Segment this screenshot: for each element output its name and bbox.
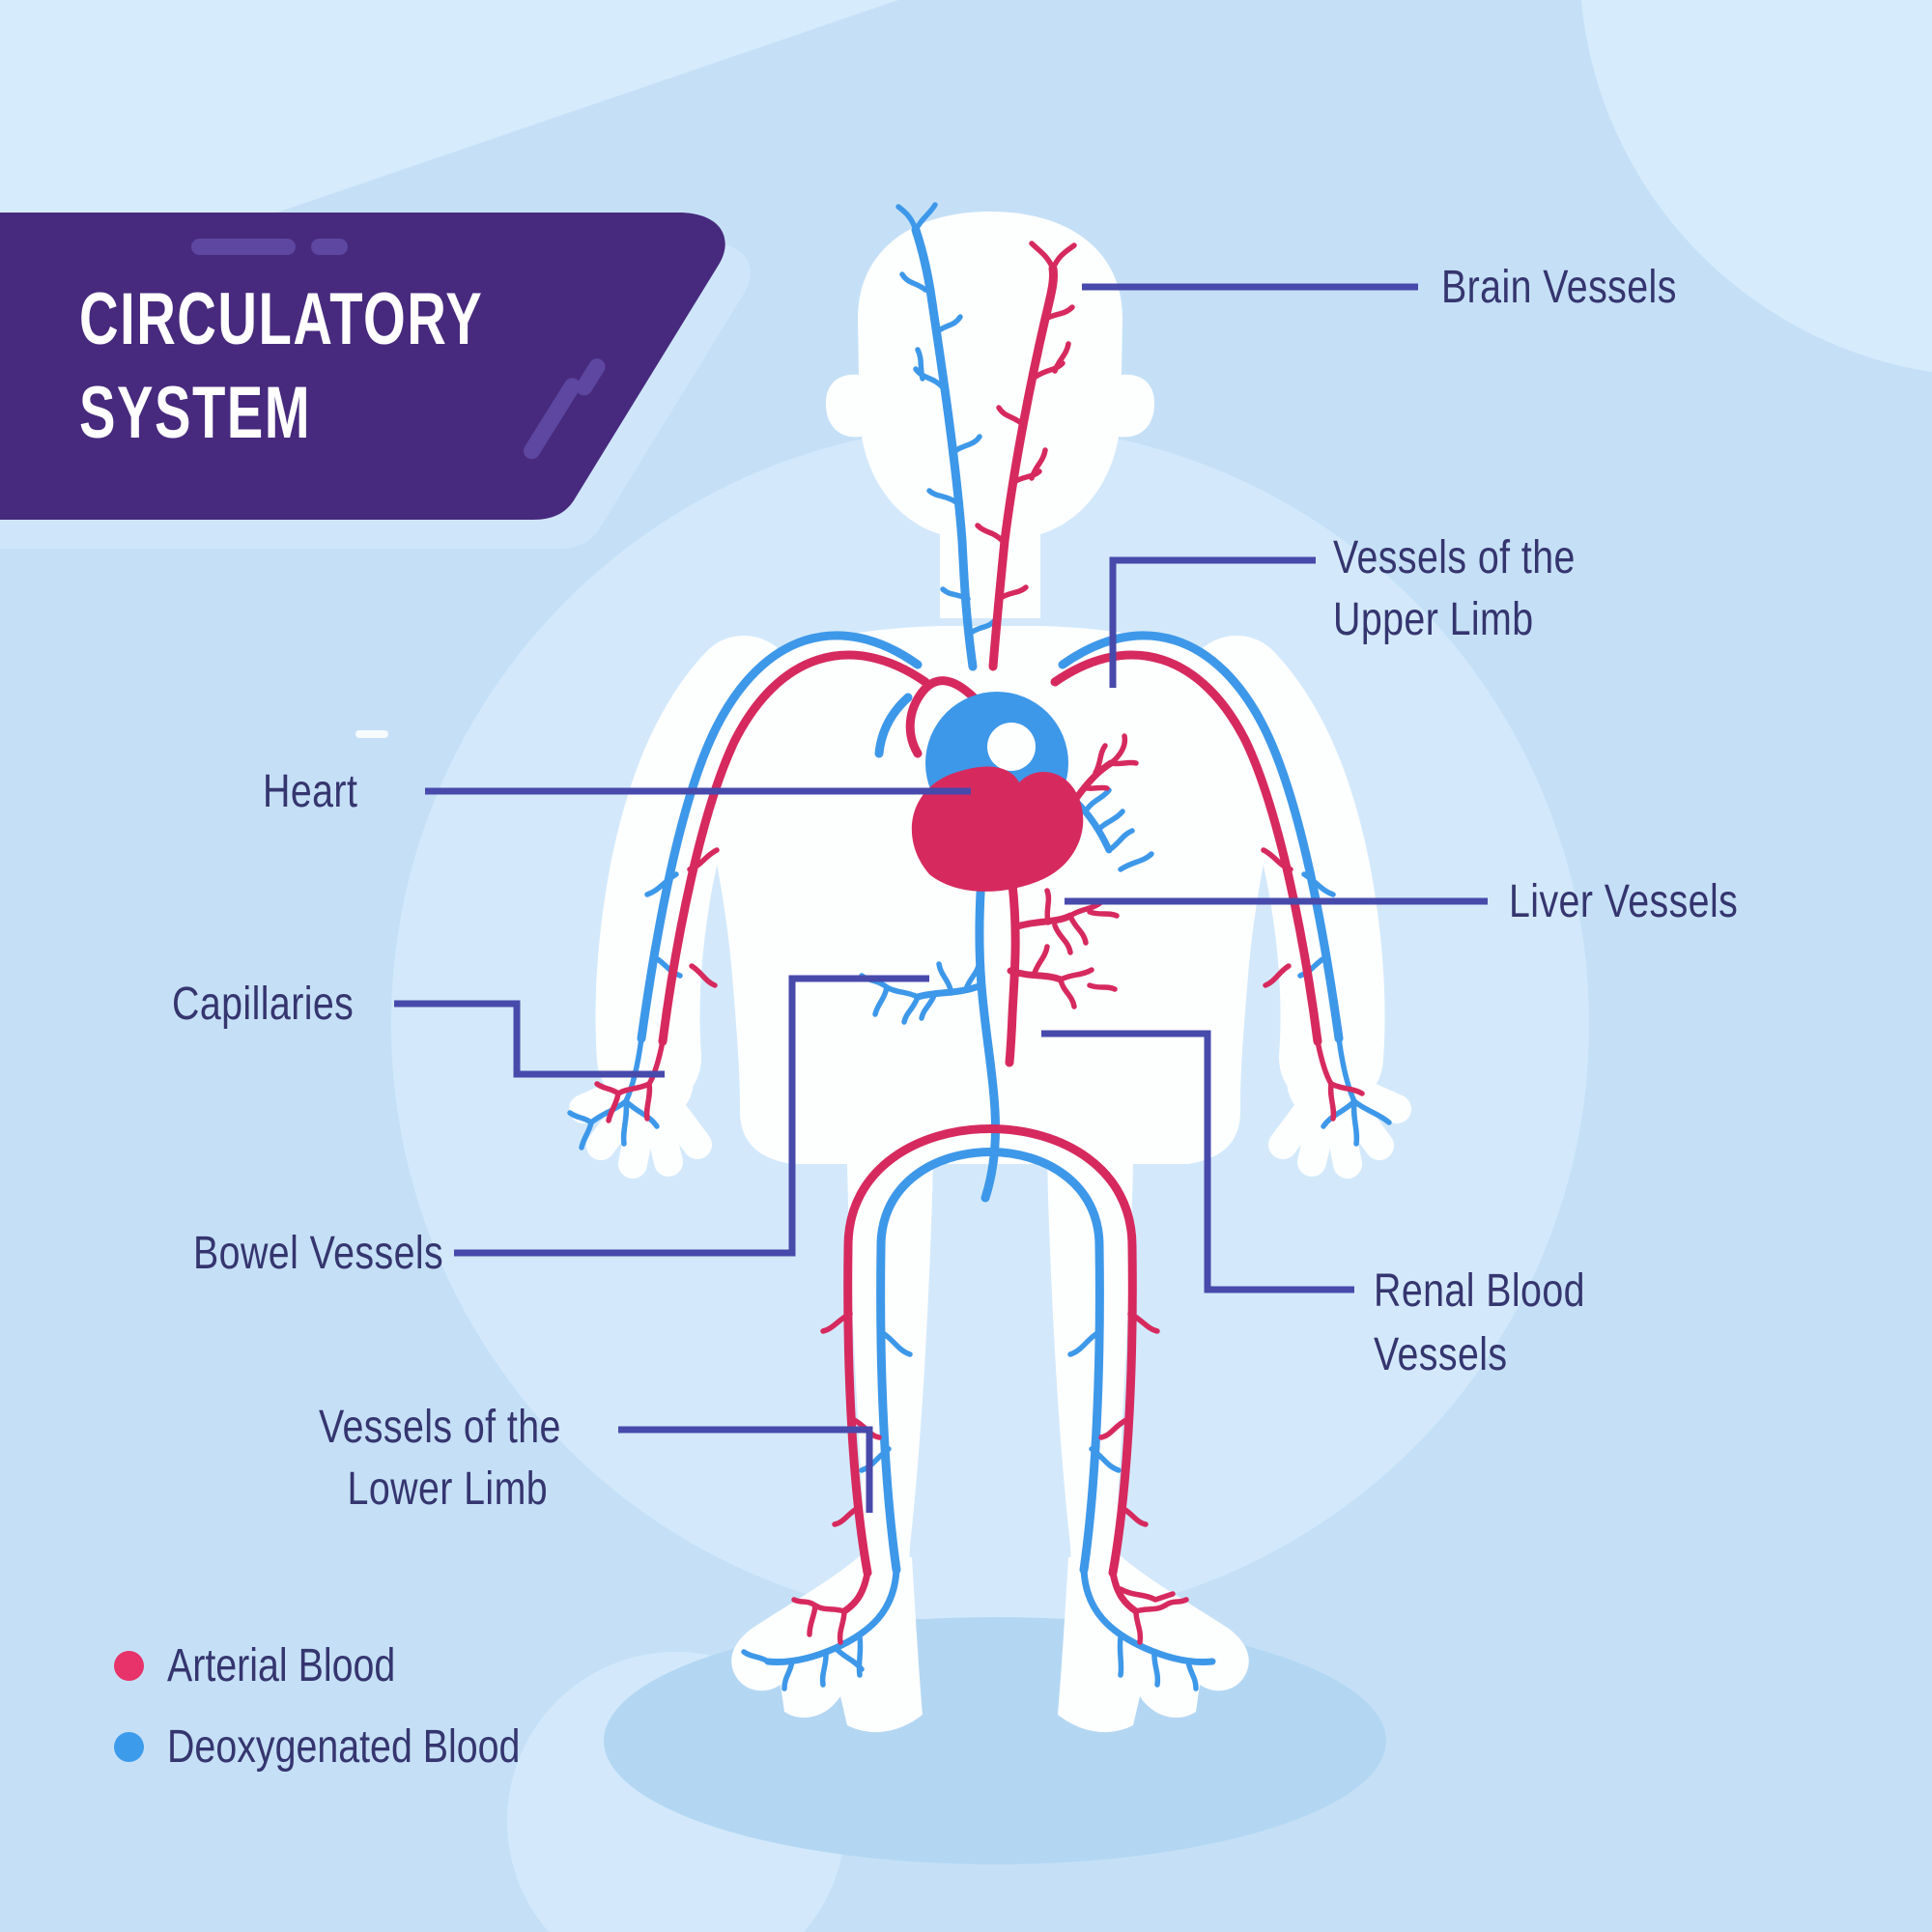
label-bowel-vessels: Bowel Vessels — [193, 1228, 444, 1279]
body-left-foot — [731, 1553, 923, 1733]
right-leg-artery-twigs — [1098, 1311, 1189, 1645]
label-lower-limb-line2: Lower Limb — [347, 1463, 549, 1515]
leader-capillaries — [394, 1000, 665, 1078]
label-liver-vessels: Liver Vessels — [1509, 876, 1739, 927]
leader-lower-limb — [618, 1426, 873, 1513]
banner-dash-diagonal-short — [576, 358, 606, 396]
label-brain-vessels: Brain Vessels — [1441, 262, 1677, 313]
leader-upper-limb — [1109, 556, 1316, 688]
label-upper-limb-line2: Upper Limb — [1333, 594, 1534, 645]
banner-dash-long — [191, 239, 296, 255]
legend-item-deoxygenated: Deoxygenated Blood — [114, 1720, 598, 1774]
label-upper-limb-line1: Vessels of the — [1333, 532, 1576, 583]
left-foot-capillaries — [741, 1330, 913, 1691]
vessels-deoxygenated — [567, 202, 1392, 1691]
brain-vein-twigs — [895, 202, 998, 636]
label-capillaries: Capillaries — [172, 979, 355, 1030]
right-arm-vein-twigs — [1297, 871, 1392, 1147]
bowel-artery-twigs — [1007, 944, 1118, 1009]
bg-corner-blob — [1580, 0, 1932, 372]
legend-arterial-label: Arterial Blood — [167, 1640, 396, 1691]
arterial-blood-dot-icon — [114, 1651, 144, 1681]
body-head — [825, 212, 1155, 618]
label-renal-line2: Vessels — [1374, 1329, 1508, 1380]
banner-dash-short — [311, 239, 348, 255]
decor-white-dash — [355, 730, 388, 738]
right-arm-artery-twigs — [1261, 847, 1365, 1122]
heart-ventricle-red — [911, 766, 1084, 892]
page-title: CIRCULATORY SYSTEM — [79, 272, 483, 460]
title-banner — [0, 213, 751, 549]
left-arm-artery-twigs — [594, 847, 720, 1123]
legend-item-arterial: Arterial Blood — [114, 1639, 445, 1692]
label-heart: Heart — [263, 766, 358, 817]
heart-valve-hole — [987, 723, 1036, 771]
banner-dash-diagonal-long — [523, 378, 581, 460]
label-renal-line1: Renal Blood — [1374, 1265, 1585, 1317]
left-leg-artery-twigs — [791, 1311, 882, 1645]
label-lower-limb: Vessels of the Lower Limb — [319, 1397, 561, 1520]
brain-artery-twigs — [975, 241, 1077, 602]
label-lower-limb-line1: Vessels of the — [319, 1402, 561, 1453]
page-title-line1: CIRCULATORY — [79, 278, 484, 360]
leader-lines — [394, 283, 1488, 1513]
label-upper-limb: Vessels of the Upper Limb — [1333, 527, 1576, 651]
right-foot-capillaries — [1067, 1330, 1199, 1691]
leader-renal-vessels — [1041, 1030, 1354, 1293]
deoxygenated-blood-dot-icon — [114, 1732, 144, 1762]
page-title-line2: SYSTEM — [79, 372, 312, 454]
ground-shadow-ellipse — [604, 1617, 1386, 1864]
heart-icon — [911, 692, 1084, 892]
label-renal-vessels: Renal Blood Vessels — [1374, 1260, 1585, 1387]
body-right-foot — [1058, 1553, 1249, 1733]
leader-bowel-vessels — [454, 975, 929, 1257]
legend-deoxygenated-label: Deoxygenated Blood — [167, 1721, 521, 1773]
